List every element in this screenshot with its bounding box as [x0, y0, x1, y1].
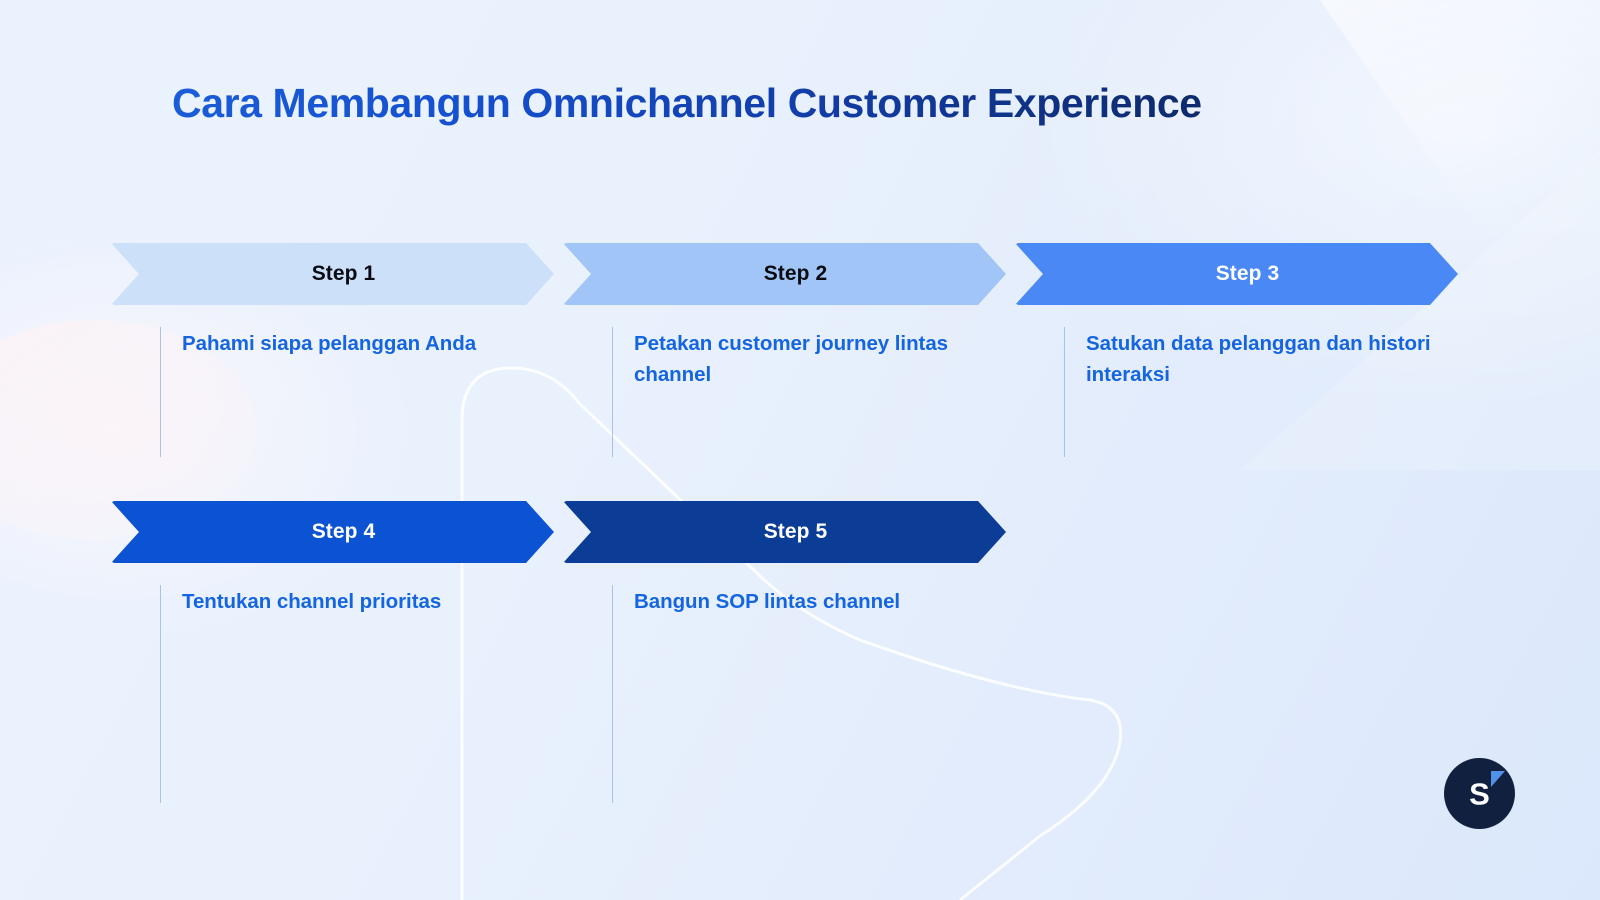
corner-accent-shape: [1320, 0, 1600, 230]
step-banner-label-4: Step 4: [311, 520, 376, 543]
step-description-container-3: Satukan data pelanggan dan histori inter…: [1064, 327, 1464, 457]
step-banner-label-3: Step 3: [1215, 262, 1280, 285]
step-card-2[interactable]: Step 2 Petakan customer journey lintas c…: [563, 243, 1006, 457]
step-banner-2[interactable]: Step 2: [563, 243, 1006, 305]
page-title: Cara Membangun Omnichannel Customer Expe…: [172, 80, 1202, 126]
step-description-4: Tentukan channel prioritas: [182, 590, 442, 613]
step-banner-1[interactable]: Step 1: [111, 243, 554, 305]
step-banner-4[interactable]: Step 4: [111, 501, 554, 563]
step-banner-label-2: Step 2: [763, 262, 828, 285]
step-description-container-5: Bangun SOP lintas channel: [612, 585, 1022, 803]
step-banner-label-5: Step 5: [763, 520, 828, 543]
step-banner-5[interactable]: Step 5: [563, 501, 1006, 563]
step-card-4[interactable]: Step 4 Tentukan channel prioritas: [111, 501, 554, 803]
triangle-icon: [1491, 771, 1505, 787]
step-description-container-1: Pahami siapa pelanggan Anda: [160, 327, 560, 457]
step-description-3: Satukan data pelanggan dan histori inter…: [1086, 332, 1431, 387]
step-description-5: Bangun SOP lintas channel: [634, 590, 901, 613]
step-card-3[interactable]: Step 3 Satukan data pelanggan dan histor…: [1015, 243, 1458, 457]
brand-logo-badge[interactable]: S: [1444, 758, 1515, 829]
step-description-1: Pahami siapa pelanggan Anda: [182, 332, 477, 355]
step-description-container-2: Petakan customer journey lintas channel: [612, 327, 1022, 457]
brand-logo-letter: S: [1469, 776, 1490, 811]
step-description-2: Petakan customer journey lintas channel: [634, 332, 949, 387]
step-card-5[interactable]: Step 5 Bangun SOP lintas channel: [563, 501, 1006, 803]
step-card-1[interactable]: Step 1 Pahami siapa pelanggan Anda: [111, 243, 554, 457]
step-banner-3[interactable]: Step 3: [1015, 243, 1458, 305]
step-banner-label-1: Step 1: [311, 262, 376, 285]
step-description-container-4: Tentukan channel prioritas: [160, 585, 560, 803]
